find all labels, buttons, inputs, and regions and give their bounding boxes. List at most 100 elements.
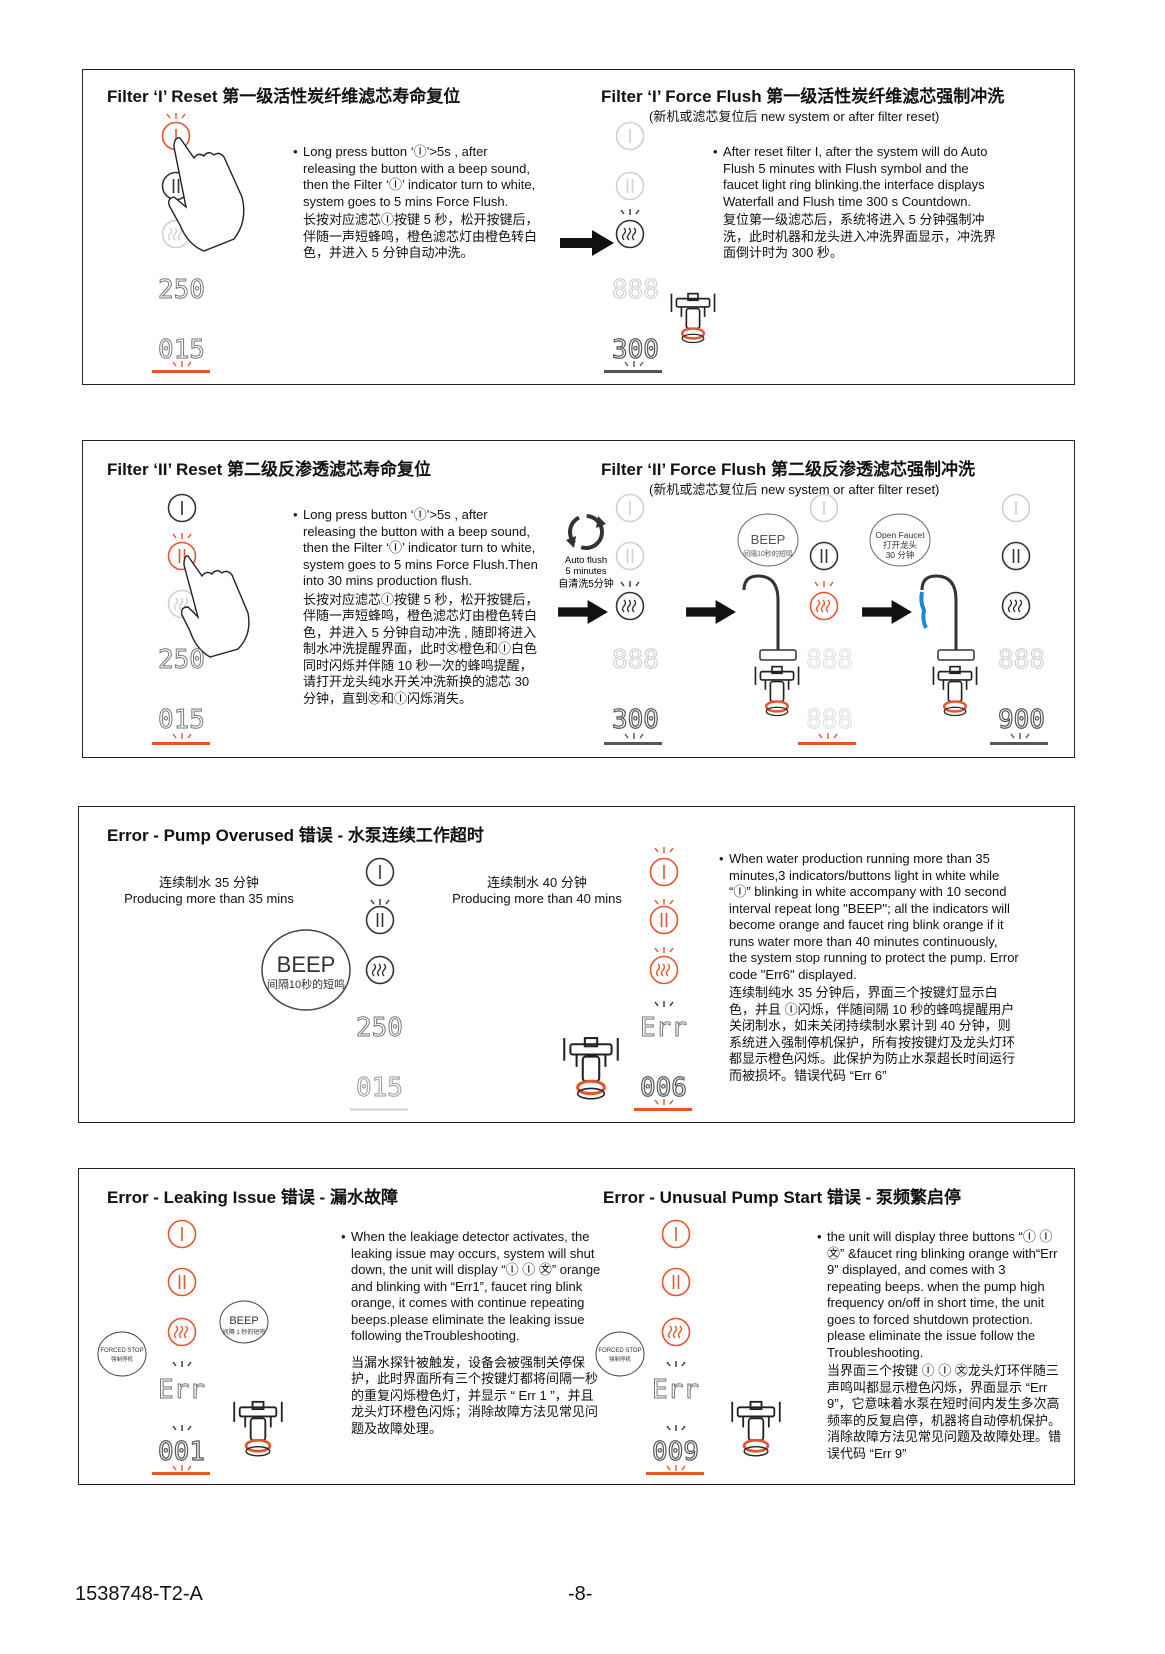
p2-col3-orange-bar (798, 742, 856, 745)
p4-left-flush (167, 1317, 197, 1347)
p4-right-filter-1 (661, 1219, 691, 1249)
panel1-left-text-cn: 长按对应滤芯Ⓘ按键 5 秒，松开按键后，伴随一声短蜂鸣，橙色滤芯灯由橙色转白色，… (303, 212, 539, 260)
p4-left-filter-1 (167, 1219, 197, 1249)
open-faucet-cn: 打开龙头 (883, 540, 918, 550)
filter-2-icon-dim (615, 171, 645, 201)
auto-flush-cycle-icon (566, 514, 606, 550)
p2-col2-flush (615, 591, 645, 621)
panel2-left-text-cn: 长按对应滤芯Ⓘ按键 5 秒，松开按键后，伴随一声短蜂鸣，橙色滤芯灯由橙色转白色，… (303, 591, 539, 706)
open-faucet-min: 30 分钟 (886, 550, 915, 560)
p4-right-rays-2 (666, 1424, 686, 1432)
forced-stop-sub-2: 强制停机 (609, 1355, 632, 1363)
p4-right-faucet-icon (730, 1400, 782, 1458)
p2-arrow-3 (862, 600, 912, 624)
panel4-right-title: Error - Unusual Pump Start 错误 - 泵频繁启停 (603, 1188, 961, 1207)
panel4-display-b: 001 (158, 1437, 205, 1467)
panel1-right-text-en: After reset filter I, after the system w… (713, 144, 998, 210)
p2-faucet-1-ring (754, 665, 800, 717)
panel-pump-overused: Error - Pump Overused 错误 - 水泵连续工作超时 连续制水… (78, 806, 1075, 1123)
forced-stop-label-1: FORCED STOP (100, 1348, 143, 1354)
panel-filter-1: Filter ‘I’ Reset 第一级活性炭纤维滤芯寿命复位 Filter ‘… (82, 69, 1075, 385)
panel-errors: Error - Leaking Issue 错误 - 漏水故障 Error - … (78, 1168, 1075, 1485)
open-faucet-bubble (869, 513, 931, 567)
p3-rays-4 (654, 1000, 674, 1008)
p2-press-hand-icon (180, 555, 250, 658)
p2-filter-1-icon (167, 493, 197, 523)
panel1-left-text-en: Long press button ‘Ⓘ’>5s , after releasi… (293, 144, 543, 210)
p2-col4-filter-2 (1001, 541, 1031, 571)
p2-col4-display-c: 888 (998, 645, 1045, 675)
p3-faucet-icon (562, 1036, 620, 1101)
panel1-display-b: 015 (158, 335, 205, 365)
panel2-display-d: 300 (612, 705, 659, 735)
panel1-left-rays (166, 112, 186, 120)
beep-label-3: BEEP (229, 1315, 258, 1327)
p2-col2-grey-bar (604, 742, 662, 745)
p4-right-rays (666, 1360, 686, 1368)
p2-col3-flush (809, 591, 839, 621)
panel3-text: When water production running more than … (719, 851, 1019, 1084)
panel4-display-a: Err (158, 1375, 205, 1405)
panel2-display-a: 250 (158, 645, 205, 675)
p3-rays-top (654, 846, 674, 854)
panel1-left-title: Filter ‘I’ Reset 第一级活性炭纤维滤芯寿命复位 (107, 87, 461, 106)
panel2-display-c: 888 (612, 645, 659, 675)
panel1-display-c: 888 (612, 275, 659, 305)
p2-faucet-1 (742, 574, 780, 650)
beep-bubble-1 (737, 513, 799, 567)
beep-label-1: BEEP (751, 532, 786, 547)
p2-faucet-2-base (937, 649, 975, 661)
forced-stop-bubble-2 (595, 1331, 645, 1377)
p2-arrow-1 (558, 600, 608, 624)
forced-stop-sub-1: 强制停机 (111, 1355, 134, 1363)
p2-col3-display-d: 888 (806, 705, 853, 735)
doc-code: 1538748-T2-A (75, 1583, 203, 1605)
water-stream (919, 591, 928, 629)
panel2-display-e: 900 (998, 705, 1045, 735)
p4-left-orange-bar (152, 1472, 210, 1475)
beep-label-2: BEEP (277, 952, 336, 977)
p4-right-orange-bar (646, 1472, 704, 1475)
p4-left-rays-2 (172, 1424, 192, 1432)
p2-col4-filter-1 (1001, 493, 1031, 523)
panel3-text-en: When water production running more than … (719, 851, 1019, 983)
panel4-display-d: 009 (652, 1437, 699, 1467)
filter-1-icon-dim (615, 121, 645, 151)
p3-rays-2 (654, 898, 674, 906)
panel3-caption-40-en: Producing more than 40 mins (452, 891, 622, 906)
forced-stop-bubble-1 (97, 1331, 147, 1377)
p2-faucet-2 (920, 574, 958, 650)
panel3-display-d: 006 (640, 1073, 687, 1103)
panel2-left-text: Long press button ‘Ⓘ’>5s , after releasi… (293, 507, 543, 707)
press-hand-icon (167, 137, 245, 252)
forced-stop-label-2: FORCED STOP (598, 1348, 641, 1354)
panel4-right-text: the unit will display three buttons “Ⓘ Ⓘ… (817, 1229, 1062, 1462)
panel2-left-text-en: Long press button ‘Ⓘ’>5s , after releasi… (293, 507, 543, 590)
panel1-right-subtitle: (新机或滤芯复位后 new system or after filter res… (649, 109, 940, 124)
panel4-right-text-cn: 当界面三个按键 Ⓘ Ⓘ ㉆龙头灯环伴随三声鸣叫都显示橙色闪烁，界面显示 “Err… (827, 1363, 1062, 1461)
panel1-right-rays (620, 208, 640, 216)
p3-flush (365, 955, 395, 985)
panel3-title: Error - Pump Overused 错误 - 水泵连续工作超时 (107, 826, 484, 845)
flush-icon-active (615, 219, 645, 249)
p2-faucet-1-base (759, 649, 797, 661)
panel1-arrow (560, 230, 614, 256)
p4-right-flush (661, 1317, 691, 1347)
panel1-faucet-icon (670, 292, 716, 344)
panel4-left-text-cn: 当漏水探针被触发，设备会被强制关停保护，此时界面所有三个按键灯都将间隔一秒的重复… (351, 1354, 599, 1436)
p3-filter-1 (365, 857, 395, 887)
p2-rays (172, 532, 192, 540)
auto-flush-cn: 自清洗5分钟 (558, 577, 614, 590)
panel1-right-text: After reset filter I, after the system w… (713, 144, 998, 262)
panel4-display-c: Err (652, 1375, 699, 1405)
beep-sub-1: 间隔10秒的短鸣 (743, 549, 793, 558)
panel1-display-a: 250 (158, 275, 205, 305)
p2-col2-filter-2 (615, 541, 645, 571)
p4-left-faucet-icon (232, 1400, 284, 1458)
panel4-right-text-en: the unit will display three buttons “Ⓘ Ⓘ… (817, 1229, 1062, 1361)
p3-flush-err (649, 955, 679, 985)
beep-sub-3: 间隔 1 秒的短鸣 (223, 1328, 266, 1336)
panel2-right-subtitle: (新机或滤芯复位后 new system or after filter res… (649, 482, 940, 497)
p4-right-filter-2 (661, 1267, 691, 1297)
panel1-left-text: Long press button ‘Ⓘ’>5s , after releasi… (293, 144, 543, 262)
